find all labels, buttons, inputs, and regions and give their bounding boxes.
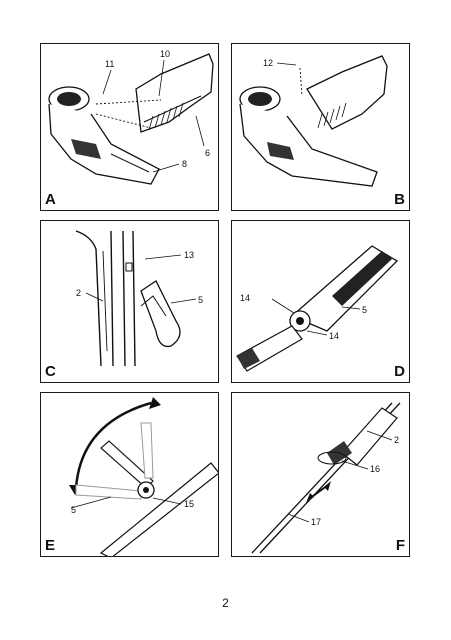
callout-14-upper: 14 [240, 293, 250, 303]
callout-8: 8 [182, 159, 187, 169]
figure-panel-d: 14 5 14 D [231, 220, 410, 383]
callout-5: 5 [71, 505, 76, 515]
handle-detail-illustration: 13 2 5 [75, 230, 203, 367]
panel-letter-a: A [45, 191, 56, 208]
panel-letter-f: F [395, 537, 405, 554]
panel-letter-c: C [45, 363, 56, 380]
callout-2: 2 [394, 435, 399, 445]
handle-adjustment-illustration: 14 5 14 [236, 245, 399, 372]
figure-panel-e: 5 15 E [40, 392, 219, 557]
figure-panel-c: 13 2 5 C [40, 220, 219, 383]
callout-10: 10 [160, 49, 170, 59]
guard-rotation-illustration: 5 15 [69, 397, 218, 556]
callout-11: 11 [105, 59, 114, 69]
callout-2: 2 [76, 288, 81, 298]
figure-panel-f: 2 16 17 F [231, 392, 410, 557]
callout-17: 17 [311, 517, 321, 527]
panel-letter-e: E [45, 537, 56, 554]
callout-12: 12 [263, 58, 273, 68]
page-number: 2 [222, 596, 229, 610]
callout-16: 16 [370, 464, 380, 474]
panel-letter-d: D [394, 363, 405, 380]
telescopic-shaft-illustration: 2 16 17 [251, 402, 401, 554]
callout-13: 13 [184, 250, 194, 260]
callout-14-lower: 14 [329, 331, 339, 341]
figure-panel-a: 10 11 6 8 A [40, 43, 219, 211]
trimmer-guard-illustration: 10 11 6 8 [48, 49, 214, 185]
figure-panel-b: 12 B [231, 43, 410, 211]
callout-5: 5 [198, 295, 203, 305]
trimmer-guard-assembled-illustration: 12 [239, 55, 388, 187]
callout-15: 15 [184, 499, 194, 509]
panel-letter-b: B [394, 191, 405, 208]
callout-6: 6 [205, 148, 210, 158]
callout-5: 5 [362, 305, 367, 315]
